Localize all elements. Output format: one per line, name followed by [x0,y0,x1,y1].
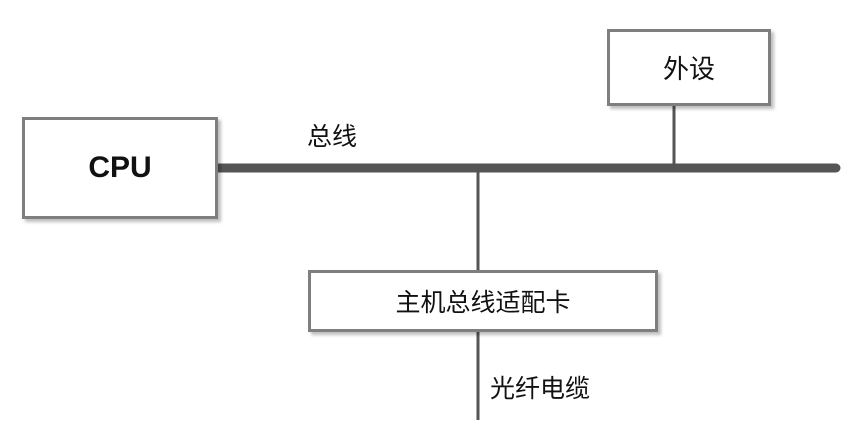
fiber-cable-label: 光纤电缆 [490,374,591,403]
host-bus-adapter-box: 主机总线适配卡 [308,270,658,332]
peripheral-box: 外设 [607,29,771,106]
cpu-label: CPU [88,151,152,184]
peripheral-label: 外设 [662,55,715,85]
host-bus-adapter-label: 主机总线适配卡 [395,288,571,317]
bus-label: 总线 [307,122,358,151]
cpu-box: CPU [22,117,218,219]
